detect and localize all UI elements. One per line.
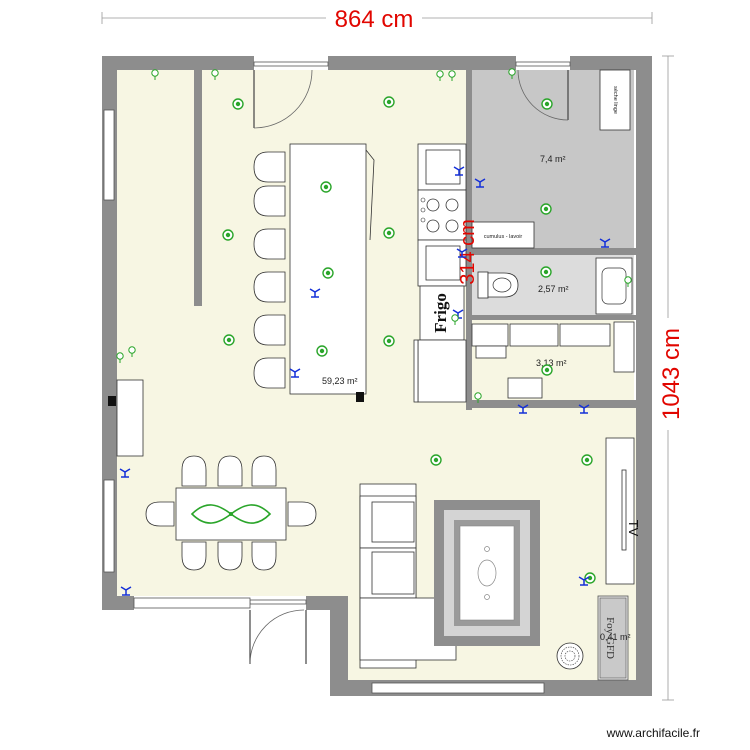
window-left <box>103 109 115 201</box>
light-outlet-icon <box>116 352 124 363</box>
garden-door[interactable] <box>249 599 307 665</box>
room-area-wc: 2,57 m² <box>538 284 569 294</box>
bath-bench <box>507 377 543 399</box>
switch-icon <box>453 166 465 176</box>
socket-icon <box>541 98 553 110</box>
top-dimension: 864 cm <box>101 4 653 33</box>
tv-label: TV <box>626 520 641 537</box>
switch-icon <box>289 368 301 378</box>
socket-icon <box>222 229 234 241</box>
light-outlet-icon <box>508 68 516 79</box>
window-bottom-left <box>133 597 251 609</box>
plant <box>556 642 584 670</box>
cooktop <box>417 189 467 241</box>
bath-unit-2 <box>509 323 559 347</box>
window-bottom-right <box>371 682 545 694</box>
walls <box>102 56 652 696</box>
light-outlet-icon <box>128 346 136 357</box>
switch-icon <box>119 468 131 478</box>
socket-icon <box>584 572 596 584</box>
toilet <box>477 271 519 299</box>
water-heater-counter <box>471 221 535 249</box>
socket-icon <box>540 203 552 215</box>
closet-sign: Foy GFD <box>604 617 616 659</box>
inner-dimension-label: 314 cm <box>457 219 479 285</box>
bath-tall-cabinet <box>613 321 635 373</box>
socket-layer <box>222 96 596 584</box>
switch-icon <box>474 178 486 188</box>
storage-door[interactable] <box>515 61 571 121</box>
wc-sink <box>595 257 633 315</box>
light-outlet-icon <box>436 70 444 81</box>
dryer-label: séche linge <box>612 86 618 114</box>
light-outlet-icon <box>448 70 456 81</box>
room-labels: 59,23 m² 7,4 m² 2,57 m² 3,13 m² 0,41 m² <box>322 154 631 642</box>
socket-icon <box>383 96 395 108</box>
socket-icon <box>223 334 235 346</box>
closet: Foy GFD <box>597 595 629 681</box>
light-outlet-icon <box>211 69 219 80</box>
switch-icon <box>517 404 529 414</box>
room-area-storage: 7,4 m² <box>540 154 566 164</box>
top-dimension-label: 864 cm <box>335 6 414 33</box>
socket-icon <box>383 335 395 347</box>
switch-layer <box>119 166 611 596</box>
socket-icon <box>383 227 395 239</box>
socket-icon <box>322 267 334 279</box>
switch-icon <box>120 586 132 596</box>
doors <box>103 61 571 694</box>
socket-icon <box>541 364 553 376</box>
dryer <box>599 69 631 131</box>
bath-unit-3 <box>559 323 611 347</box>
room-area-main: 59,23 m² <box>322 376 358 386</box>
sideboard <box>116 379 144 457</box>
socket-icon <box>316 345 328 357</box>
bar-stools <box>253 151 286 389</box>
switch-icon <box>309 288 321 298</box>
watermark: www.archifacile.fr <box>606 726 700 740</box>
light-outlet-icon <box>624 276 632 287</box>
coffee-table <box>459 525 515 621</box>
fridge-label: Frigo <box>431 293 450 333</box>
socket-icon <box>581 454 593 466</box>
switch-icon <box>578 576 590 586</box>
rug <box>434 500 540 646</box>
counter-label: cumulus - lavoir <box>484 234 523 240</box>
socket-icon <box>232 98 244 110</box>
light-outlet-icon <box>474 392 482 403</box>
window-left-low <box>103 479 115 573</box>
lamp-layer <box>116 68 632 403</box>
furniture: Frigo <box>108 69 641 681</box>
room-area-closet: 0,41 m² <box>600 632 631 642</box>
switch-icon <box>456 248 468 258</box>
pantry-cabinet <box>417 339 467 403</box>
room-area-bath: 3,13 m² <box>536 358 567 368</box>
socket-icon <box>540 266 552 278</box>
socket-icon <box>430 454 442 466</box>
socket-icon <box>320 181 332 193</box>
right-dimension-label: 1043 cm <box>658 328 685 420</box>
light-outlet-icon <box>451 314 459 325</box>
tv-unit: TV <box>605 437 641 585</box>
bath-unit-1 <box>471 323 509 347</box>
switch-icon <box>578 404 590 414</box>
switch-icon <box>599 238 611 248</box>
right-dimension: 1043 cm <box>654 55 686 701</box>
entry-door-top[interactable] <box>253 61 329 129</box>
light-outlet-icon <box>151 69 159 80</box>
bath-basin <box>475 345 507 359</box>
dining-table <box>145 455 317 571</box>
